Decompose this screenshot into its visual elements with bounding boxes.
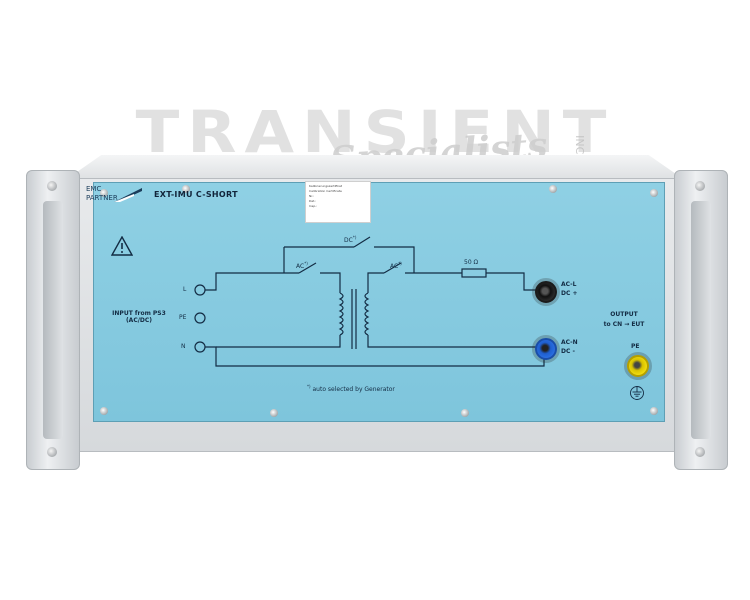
output-top-line-1: AC-L xyxy=(561,281,577,288)
output-bottom-line-1: AC-N xyxy=(561,339,578,346)
resistor-label: 50 Ω xyxy=(464,259,479,266)
screw-icon xyxy=(650,189,658,197)
output-label-top: AC-L DC + xyxy=(561,280,578,298)
output-bottom-line-2: DC - xyxy=(561,348,575,355)
footnote-marker: *) xyxy=(304,261,308,266)
output-top-line-2: DC + xyxy=(561,290,578,297)
footnote-marker: *) xyxy=(307,384,311,389)
output-title: OUTPUT to CN → EUT xyxy=(589,310,659,330)
screw-icon xyxy=(695,181,705,191)
screw-icon xyxy=(549,185,557,193)
handle-grip xyxy=(43,201,63,439)
switch-label-dc: DC*) xyxy=(344,235,356,244)
terminal-label-l: L xyxy=(183,286,187,293)
calibration-sticker: Kalibrierungszertifikat Calibration Cert… xyxy=(305,181,371,223)
input-title-line-2: (AC/DC) xyxy=(125,317,153,324)
screw-icon xyxy=(270,409,278,417)
switch-dc-text: DC xyxy=(344,237,353,244)
screw-icon xyxy=(47,181,57,191)
left-handle xyxy=(26,170,80,470)
watermark-suffix: INC. xyxy=(572,135,586,158)
terminal-label-pe: PE xyxy=(179,314,187,321)
output-jack-ac-l[interactable] xyxy=(532,278,560,306)
screw-icon xyxy=(650,407,658,415)
screw-icon xyxy=(461,409,469,417)
ground-icon xyxy=(630,386,644,400)
input-title: INPUT from PS3 (AC/DC) xyxy=(104,310,174,324)
model-name: EXT-IMU C-SHORT xyxy=(154,190,238,199)
screw-icon xyxy=(182,185,190,193)
brand-swoosh-icon xyxy=(114,188,142,202)
brand-line-1: EMC xyxy=(86,185,102,193)
sticker-line: Insp.: xyxy=(309,204,318,208)
warning-icon xyxy=(111,236,133,256)
footnote-marker: *) xyxy=(398,261,402,266)
front-panel: EMC PARTNER EXT-IMU C-SHORT Kalibrierung… xyxy=(86,181,665,422)
enclosure-top xyxy=(64,155,686,181)
screw-icon xyxy=(100,189,108,197)
footnote-marker: *) xyxy=(352,235,357,240)
output-title-line-1: OUTPUT xyxy=(610,311,638,318)
screw-icon xyxy=(695,447,705,457)
sticker-line: Dat.: xyxy=(309,199,317,203)
input-title-line-1: INPUT from PS3 xyxy=(112,310,166,317)
pe-label-right: PE xyxy=(631,343,640,350)
switch-label-ac-left: AC*) xyxy=(296,261,308,270)
terminal-label-n: N xyxy=(181,343,186,350)
sticker-line: Kalibrierungszertifikat xyxy=(309,184,342,188)
brand-logo: EMC PARTNER xyxy=(86,185,118,203)
pe-jack[interactable] xyxy=(624,352,652,380)
screw-icon xyxy=(47,447,57,457)
switch-ac-right-text: AC xyxy=(390,263,399,270)
handle-grip xyxy=(691,201,711,439)
screw-icon xyxy=(100,407,108,415)
footnote-text: auto selected by Generator xyxy=(312,386,395,393)
switch-ac-left-text: AC xyxy=(296,263,305,270)
circuit-diagram xyxy=(194,236,545,367)
output-jack-ac-n[interactable] xyxy=(532,335,560,363)
output-title-line-2: to CN → EUT xyxy=(603,321,645,328)
sticker-line: Calibration Certificate xyxy=(309,189,342,193)
brand-line-2: PARTNER xyxy=(86,194,118,202)
right-handle xyxy=(674,170,728,470)
footnote: *) auto selected by Generator xyxy=(307,384,395,393)
switch-label-ac-right: AC*) xyxy=(390,261,402,270)
sticker-line: Nr.: xyxy=(309,194,315,198)
output-label-bottom: AC-N DC - xyxy=(561,338,578,356)
